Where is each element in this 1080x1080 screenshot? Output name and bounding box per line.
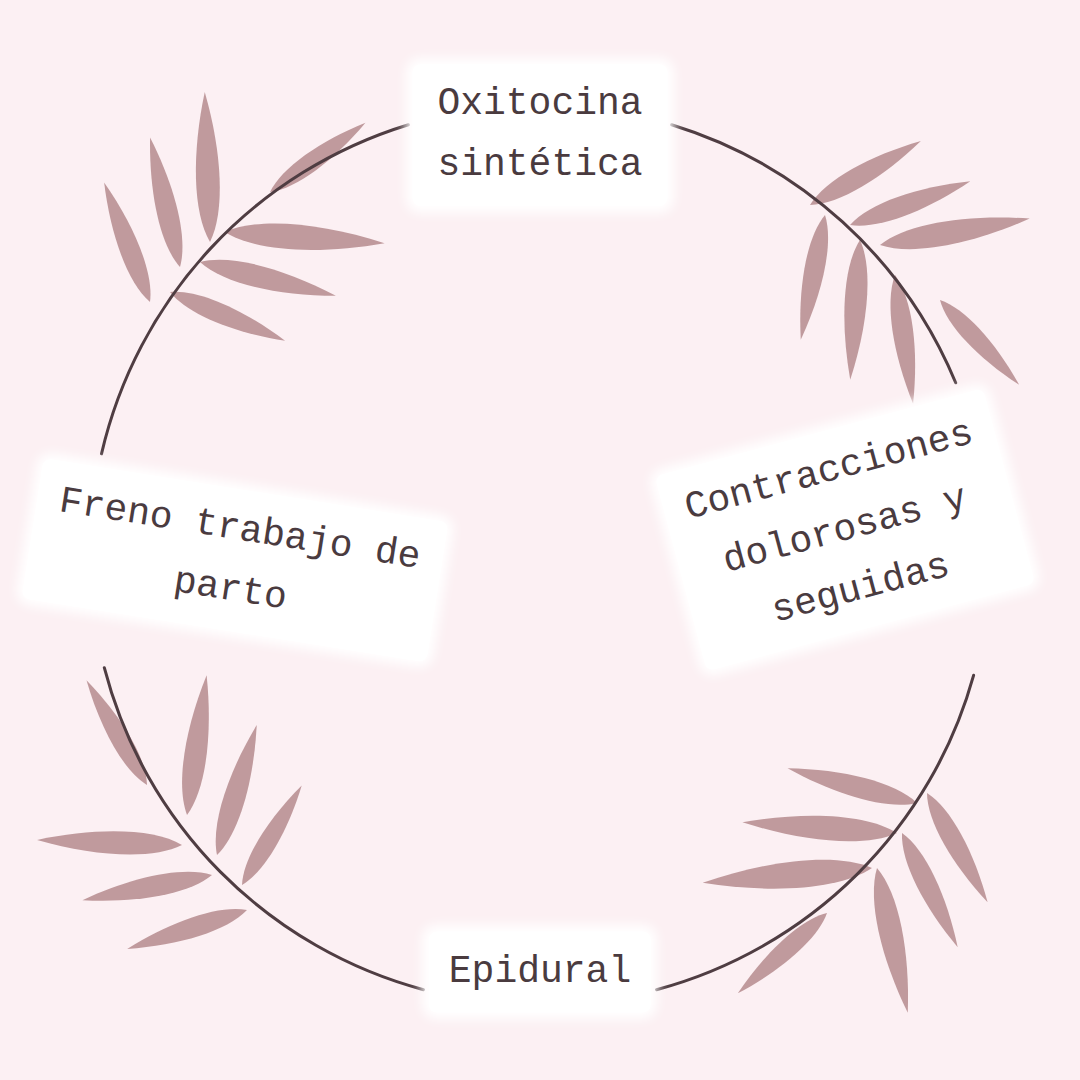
node-label: Freno trabajo de parto xyxy=(43,471,427,649)
text-patch: Oxitocina sintética xyxy=(413,64,668,206)
text-patch: Contracciones dolorosas y seguidas xyxy=(655,388,1036,671)
node-label: Oxitocina sintética xyxy=(433,74,648,196)
leaf-branch xyxy=(791,132,1032,405)
text-patch: Freno trabajo de parto xyxy=(21,458,448,662)
arc-connector xyxy=(102,125,409,454)
arc-connector xyxy=(657,675,974,989)
node-label: Epidural xyxy=(449,942,631,1003)
arc-connector xyxy=(672,125,956,383)
node-label: Contracciones dolorosas y seguidas xyxy=(677,403,1014,657)
text-patch: Epidural xyxy=(429,932,651,1013)
arc-connector xyxy=(104,668,423,990)
leaf-branch xyxy=(701,758,996,1015)
